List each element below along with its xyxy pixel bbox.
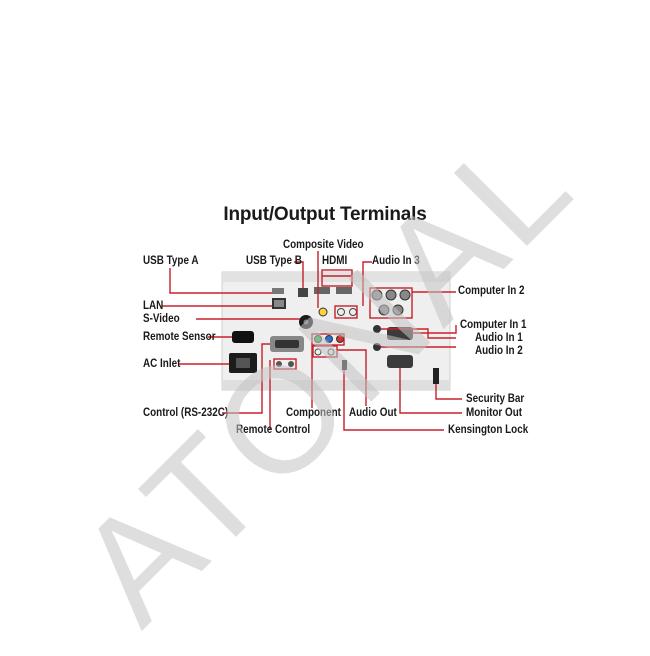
label-computer-in-2: Computer In 2 [458, 285, 525, 297]
label-audio-out: Audio Out [349, 407, 397, 419]
label-hdmi: HDMI [322, 255, 348, 267]
label-remote-control: Remote Control [236, 424, 311, 436]
component-jack-y [314, 335, 322, 343]
label-control-rs232c: Control (RS-232C) [143, 407, 229, 419]
kensington-slot [342, 360, 347, 370]
label-audio-in-1: Audio In 1 [475, 332, 523, 344]
label-usb-type-b: USB Type B [246, 255, 302, 267]
component-jack-pr [336, 335, 344, 343]
label-audio-in-2: Audio In 2 [475, 345, 523, 357]
composite-video-jack [318, 307, 328, 317]
label-s-video: S-Video [143, 313, 180, 325]
monitor-out-port [387, 355, 413, 368]
hdmi-port-2 [336, 287, 352, 294]
computer-in-1-port [387, 327, 413, 340]
label-composite-video: Composite Video [283, 239, 364, 251]
usb-b-port [298, 288, 308, 297]
security-bar-shape [433, 368, 439, 384]
label-ac-inlet: AC Inlet [143, 358, 181, 370]
label-computer-in-1: Computer In 1 [460, 319, 527, 331]
component-jack-pb [325, 335, 333, 343]
label-security-bar: Security Bar [466, 393, 525, 405]
callout-lines [162, 251, 462, 431]
label-kensington-lock: Kensington Lock [448, 424, 529, 436]
label-remote-sensor: Remote Sensor [143, 331, 216, 343]
label-lan: LAN [143, 300, 164, 312]
label-audio-in-3: Audio In 3 [372, 255, 420, 267]
label-usb-type-a: USB Type A [143, 255, 199, 267]
label-component: Component [286, 407, 341, 419]
label-monitor-out: Monitor Out [466, 407, 523, 419]
remote-sensor-window [232, 331, 254, 343]
hdmi-port-1 [314, 287, 330, 294]
diagram-title: Input/Output Terminals [223, 204, 427, 225]
